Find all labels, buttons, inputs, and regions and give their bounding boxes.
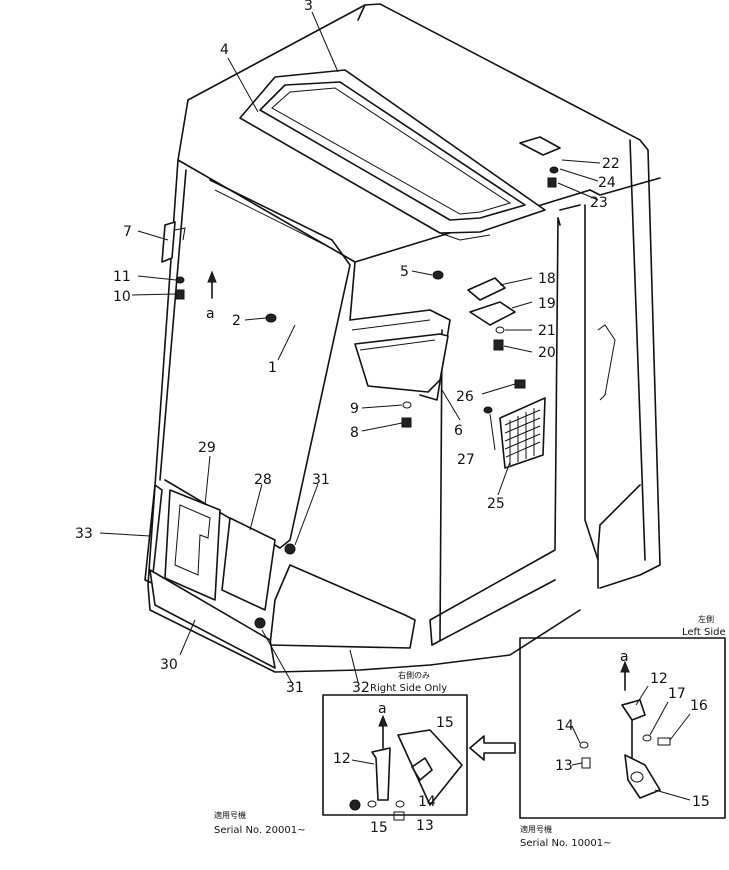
- callout-9: 9: [350, 401, 359, 417]
- callout-31-upper: 31: [312, 472, 330, 488]
- callout-18: 18: [538, 271, 556, 287]
- left-inset-label-17: 17: [668, 686, 686, 702]
- door-hinge: [161, 221, 176, 263]
- callout-numbers: 3 4 22 24 23 7 11 10 5 18 19 21 20 2 1 9…: [75, 0, 620, 696]
- vent-grille: [499, 397, 546, 469]
- left-inset-title: Left Side: [682, 627, 726, 638]
- left-inset-jp-note: 左側: [698, 614, 714, 624]
- callout-2: 2: [232, 313, 241, 329]
- right-inset-frame: [322, 694, 468, 816]
- callout-26: 26: [456, 389, 474, 405]
- callout-1: 1: [268, 360, 277, 376]
- callout-4: 4: [220, 42, 229, 58]
- callout-28: 28: [254, 472, 272, 488]
- callout-24: 24: [598, 175, 616, 191]
- callout-19: 19: [538, 296, 556, 312]
- callout-6: 6: [454, 423, 463, 439]
- callout-20: 20: [538, 345, 556, 361]
- callout-29: 29: [198, 440, 216, 456]
- plate-part: [519, 136, 561, 156]
- view-arrow-a: a: [206, 270, 217, 322]
- lock-block: [469, 301, 516, 326]
- callout-8: 8: [350, 425, 359, 441]
- right-inset-arrow-a: a: [378, 701, 387, 717]
- left-inset-frame: [519, 637, 726, 819]
- right-inset-serial: Serial No. 20001~: [214, 825, 305, 836]
- callout-23: 23: [590, 195, 608, 211]
- right-inset-label-13: 13: [416, 818, 434, 834]
- callout-7: 7: [123, 224, 132, 240]
- callout-30: 30: [160, 657, 178, 673]
- lock-bracket: [467, 277, 506, 301]
- window-latch-frame: [354, 333, 449, 393]
- step-plate: [149, 569, 276, 669]
- callout-33: 33: [75, 526, 93, 542]
- left-inset-label-16: 16: [690, 698, 708, 714]
- arrow-a-label: a: [206, 306, 215, 322]
- side-plate: [221, 517, 276, 611]
- left-inset-serial-jp: 適用号機: [520, 824, 552, 834]
- right-inset-title: Right Side Only: [370, 683, 447, 694]
- roof-hatch: [239, 69, 546, 241]
- left-inset-label-12: 12: [650, 671, 668, 687]
- callout-10: 10: [113, 289, 131, 305]
- left-inset-label-14: 14: [556, 718, 574, 734]
- callout-3: 3: [304, 0, 313, 14]
- callout-25: 25: [487, 496, 505, 512]
- right-inset-label-14: 14: [418, 794, 436, 810]
- callout-21: 21: [538, 323, 556, 339]
- left-inset-serial: Serial No. 10001~: [520, 838, 611, 849]
- leader-lines: [99, 11, 601, 684]
- left-inset-arrow-a: a: [620, 649, 629, 665]
- edge-strip: [144, 484, 163, 584]
- callout-31-lower: 31: [286, 680, 304, 696]
- left-inset-label-13: 13: [555, 758, 573, 774]
- callout-27: 27: [457, 452, 475, 468]
- callout-32: 32: [352, 680, 370, 696]
- fasteners: [175, 166, 559, 629]
- right-inset-label-12: 12: [333, 751, 351, 767]
- inset-right-side-only: 右側のみ Right Side Only a 12 15 14 15 13 適用…: [214, 670, 468, 836]
- left-inset-label-15: 15: [692, 794, 710, 810]
- inset-left-side: 左側 Left Side a 12 17 16 14 13 15 適用号機 Se…: [519, 614, 726, 849]
- right-inset-serial-jp: 適用号機: [214, 810, 246, 820]
- right-inset-label-15-top: 15: [436, 715, 454, 731]
- right-inset-label-15-bottom: 15: [370, 820, 388, 836]
- direction-arrow: [469, 735, 516, 761]
- right-inset-jp-note: 右側のみ: [398, 670, 430, 680]
- callout-5: 5: [400, 264, 409, 280]
- callout-11: 11: [113, 269, 131, 285]
- callout-22: 22: [602, 156, 620, 172]
